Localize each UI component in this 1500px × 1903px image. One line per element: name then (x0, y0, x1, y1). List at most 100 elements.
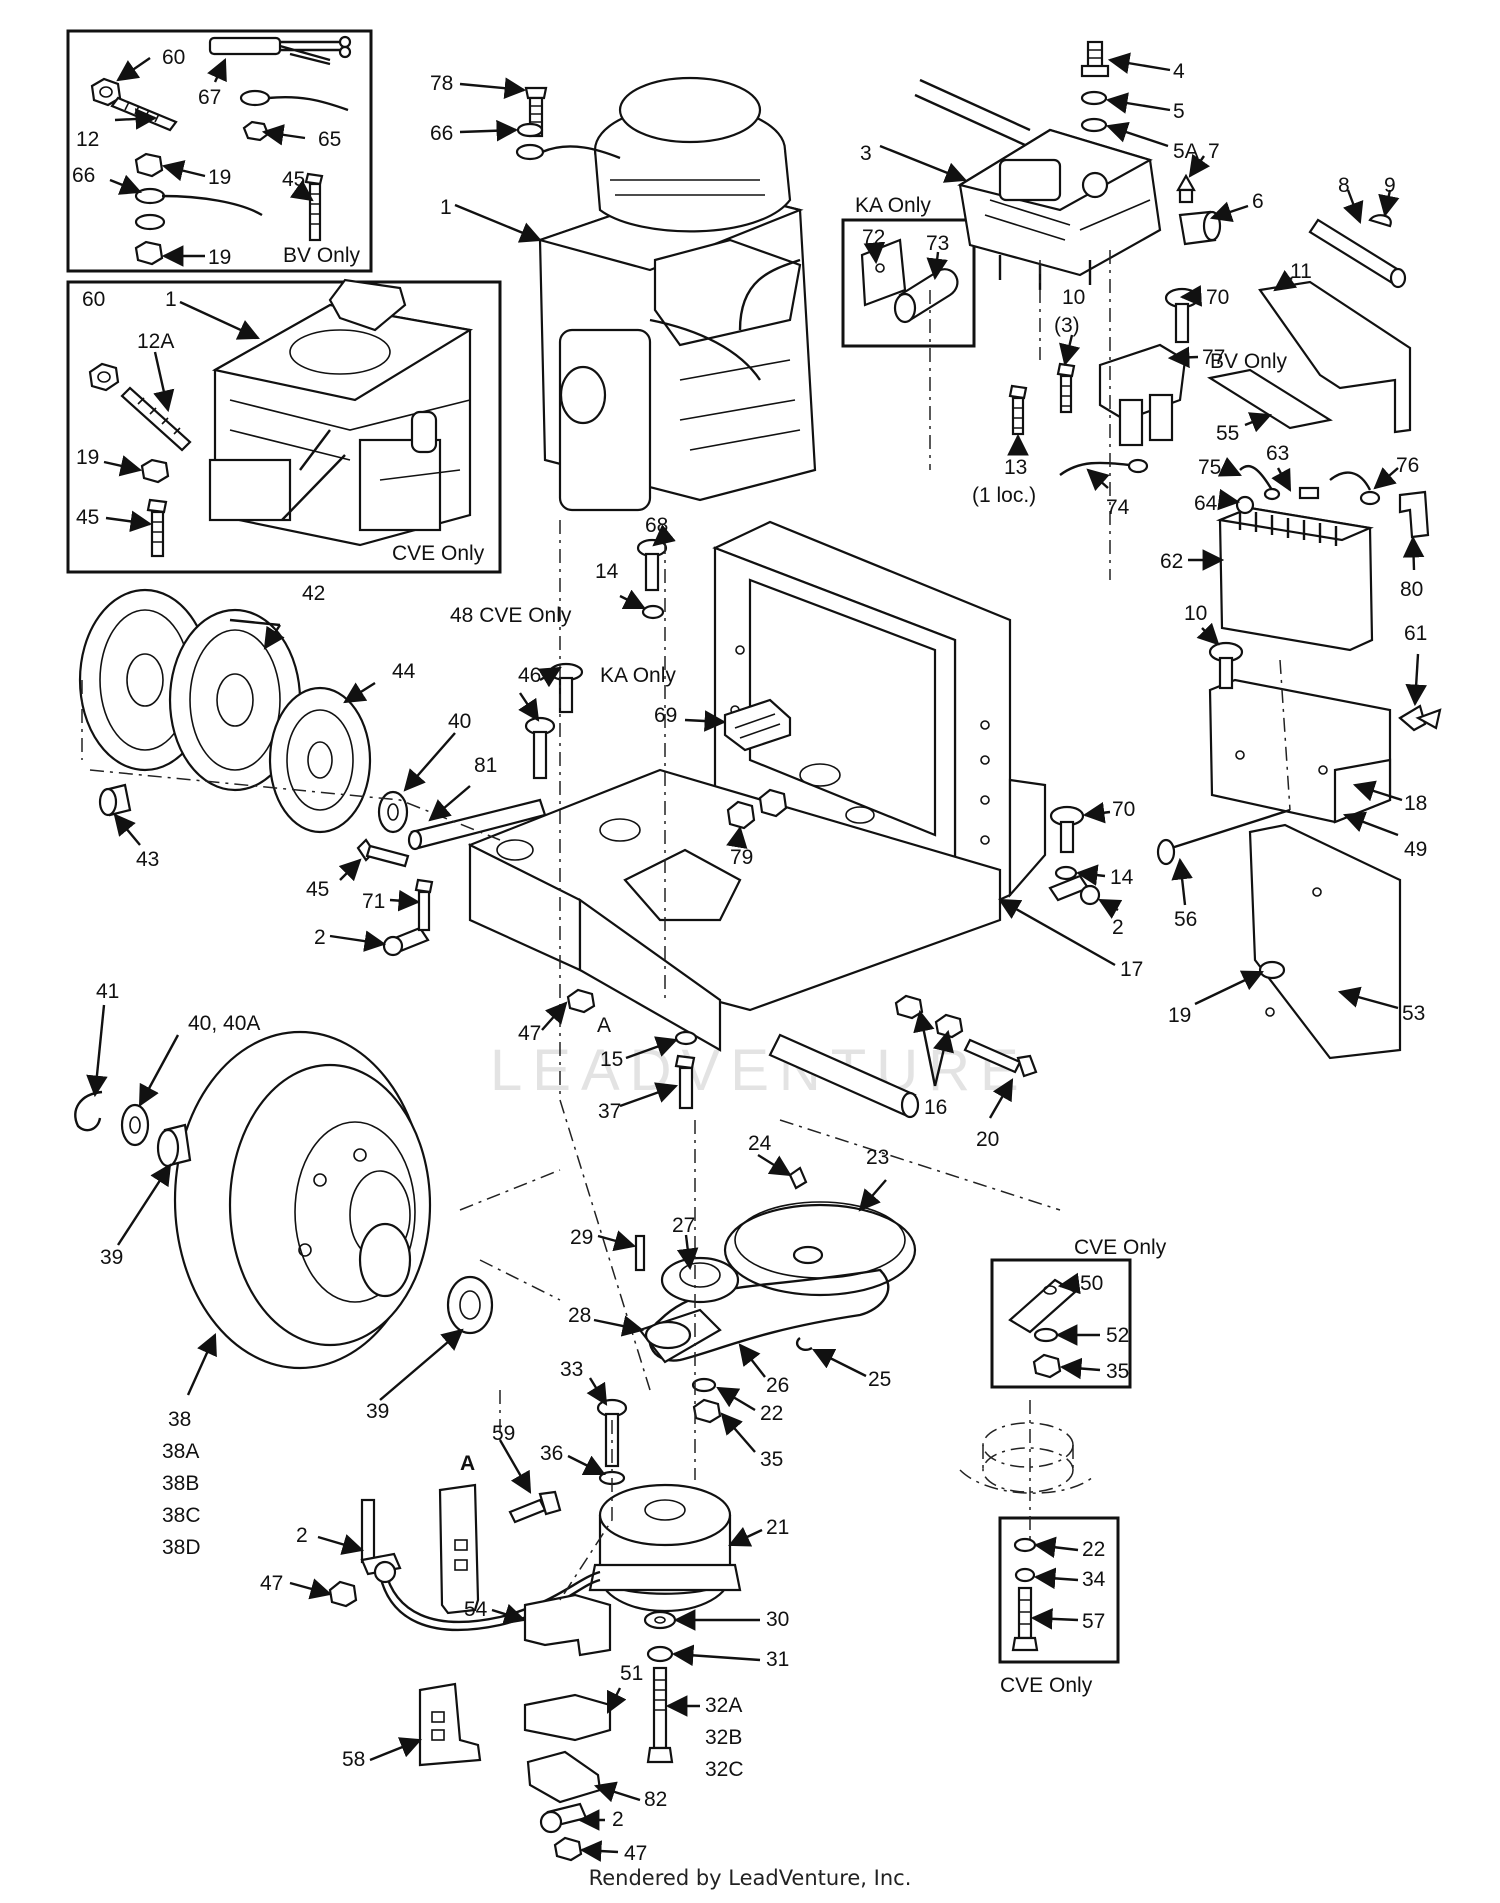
view-marker-a: A (597, 1014, 611, 1037)
callout-49: 49 (1404, 838, 1427, 861)
note-ka-only-top: KA Only (855, 194, 931, 217)
callout-76: 76 (1396, 454, 1419, 477)
callout-27: 27 (672, 1214, 695, 1237)
callout-31: 31 (766, 1648, 789, 1671)
callout-29: 29 (570, 1226, 593, 1249)
callout-66: 66 (72, 164, 95, 187)
callout-46: 46 (518, 664, 541, 687)
callout-42: 42 (302, 582, 325, 605)
callout-12: 12 (76, 128, 99, 151)
screw-45-cve (146, 498, 168, 558)
callout-75: 75 (1198, 456, 1221, 479)
callout-23: 23 (866, 1146, 889, 1169)
bushing-39-outer (156, 1123, 192, 1168)
screw-45-bv (304, 172, 324, 242)
callout-19: 19 (208, 166, 231, 189)
screw-71 (414, 878, 434, 932)
hex-nut-60-cve (88, 362, 120, 392)
pulleys-42 (78, 588, 302, 792)
axle-rear (768, 1033, 920, 1119)
callout-5: 5 (1173, 100, 1185, 123)
callout-32A: 32A (705, 1694, 742, 1717)
callout-24: 24 (748, 1132, 772, 1155)
cables-63-75-76-64 (1235, 464, 1381, 515)
idler-arm-28 (638, 1308, 722, 1364)
footer-credit: Rendered by LeadVenture, Inc. (588, 1866, 912, 1890)
callout-68: 68 (645, 514, 668, 537)
callout-38C: 38C (162, 1504, 201, 1527)
callout-8: 8 (1338, 174, 1350, 197)
screw-37-lockwasher-15 (674, 1030, 698, 1110)
callout-22: 22 (760, 1402, 783, 1425)
callout-33: 33 (560, 1358, 583, 1381)
cve-pulley-phantom (959, 1422, 1096, 1494)
hex-nut-60 (90, 77, 122, 107)
note-cve-only-engine: CVE Only (392, 542, 485, 565)
screw-59 (508, 1490, 562, 1524)
washer-40-pulley (377, 790, 409, 834)
pin-8-clip-9 (1308, 214, 1407, 289)
elbow-boot-80 (1398, 490, 1430, 539)
callout-labels: 60 67 12 65 66 19 45 19 60 1 12A 19 45 7… (72, 46, 1427, 1865)
callout-34: 34 (1082, 1568, 1106, 1591)
callout-43: 43 (136, 848, 159, 871)
callout-73: 73 (926, 232, 949, 255)
callout-47: 47 (518, 1022, 541, 1045)
fuse-block-69 (723, 698, 792, 752)
callout-37: 37 (598, 1100, 621, 1123)
idler-pulley-27 (660, 1256, 740, 1304)
washer-14-top (641, 604, 665, 620)
callout-72: 72 (862, 226, 885, 249)
inset-box-ka-capacitor (841, 218, 976, 348)
callout-40-40A: 40, 40A (188, 1012, 260, 1035)
carriage-bolt-46 (524, 716, 556, 780)
washer-22-nut-35 (691, 1377, 722, 1424)
cve-engine-illustration (208, 278, 474, 547)
callout-81: 81 (474, 754, 497, 777)
callout-19: 19 (76, 446, 99, 469)
callout-2: 2 (296, 1524, 308, 1547)
callout-10: 10 (1062, 286, 1085, 309)
fitting-7 (1176, 173, 1196, 204)
callout-51: 51 (620, 1662, 643, 1685)
callout-5A: 5A (1173, 140, 1199, 163)
callout-63: 63 (1266, 442, 1289, 465)
battery-62 (1215, 506, 1374, 652)
view-marker-a-bracket: A (460, 1452, 475, 1475)
callout-58: 58 (342, 1748, 365, 1771)
callout-17: 17 (1120, 958, 1143, 981)
callout-30: 30 (766, 1608, 789, 1631)
callout-38B: 38B (162, 1472, 199, 1495)
callout-19: 19 (1168, 1004, 1191, 1027)
nut-47-clutch (328, 1580, 358, 1608)
callout-52: 52 (1106, 1324, 1129, 1347)
pads-11-55 (1207, 280, 1412, 434)
vent-4 (1080, 40, 1110, 78)
callout-70: 70 (1206, 286, 1229, 309)
solenoid-77 (1098, 343, 1187, 447)
note-48-cve-only: 48 CVE Only (450, 604, 572, 627)
nut-47-frame (566, 988, 596, 1014)
phantom-lines (81, 250, 1291, 1601)
callout-16: 16 (924, 1096, 947, 1119)
note-qty-three: (3) (1054, 314, 1080, 337)
note-cve-only-right-bottom: CVE Only (1000, 1674, 1093, 1697)
nut-19-cve (140, 458, 170, 484)
callout-45: 45 (76, 506, 99, 529)
callout-35: 35 (760, 1448, 783, 1471)
engine-illustration (536, 76, 817, 512)
callout-2: 2 (314, 926, 326, 949)
screw-45-frame (356, 838, 410, 868)
axle-81 (407, 798, 547, 851)
callout-67: 67 (198, 86, 221, 109)
callout-38D: 38D (162, 1536, 201, 1559)
inset-box-cve-bolt (998, 1516, 1120, 1664)
variant-notes: BV Only CVE Only KA Only BV Only 48 CVE … (283, 194, 1288, 1697)
callout-41: 41 (96, 980, 119, 1003)
callout-6: 6 (1252, 190, 1264, 213)
cve-bolt-57-washers (1011, 1537, 1039, 1652)
callout-13: 13 (1004, 456, 1027, 479)
bracket-72 (860, 238, 907, 307)
callout-1: 1 (165, 288, 177, 311)
